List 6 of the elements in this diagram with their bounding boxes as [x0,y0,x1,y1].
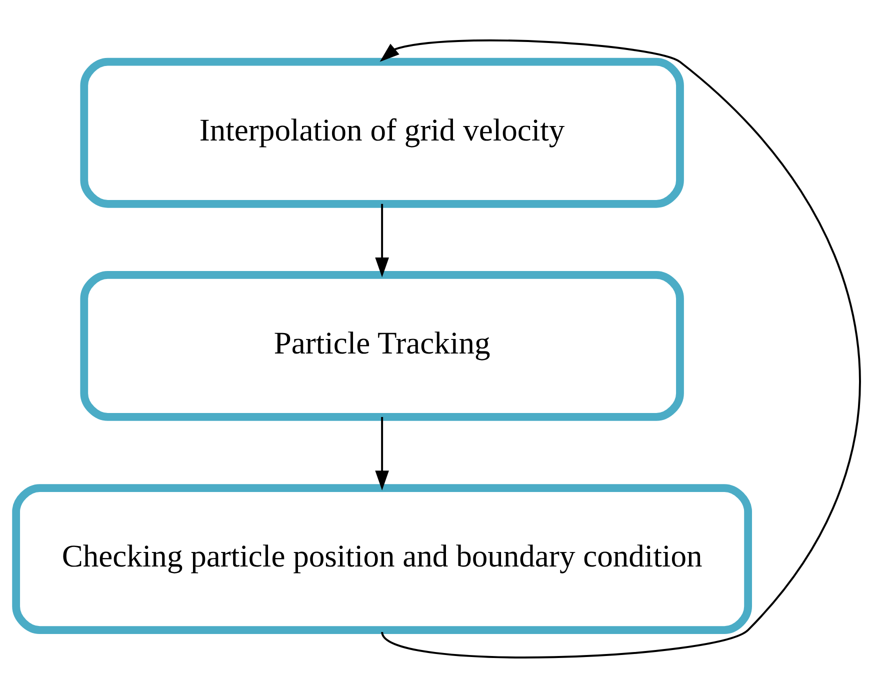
node-box: Particle Tracking [80,271,684,421]
node-box: Checking particle position and boundary condition [12,484,752,634]
node-box: Interpolation of grid velocity [80,58,684,208]
arrow [375,204,389,278]
arrow [375,417,389,490]
arrow [380,39,861,658]
